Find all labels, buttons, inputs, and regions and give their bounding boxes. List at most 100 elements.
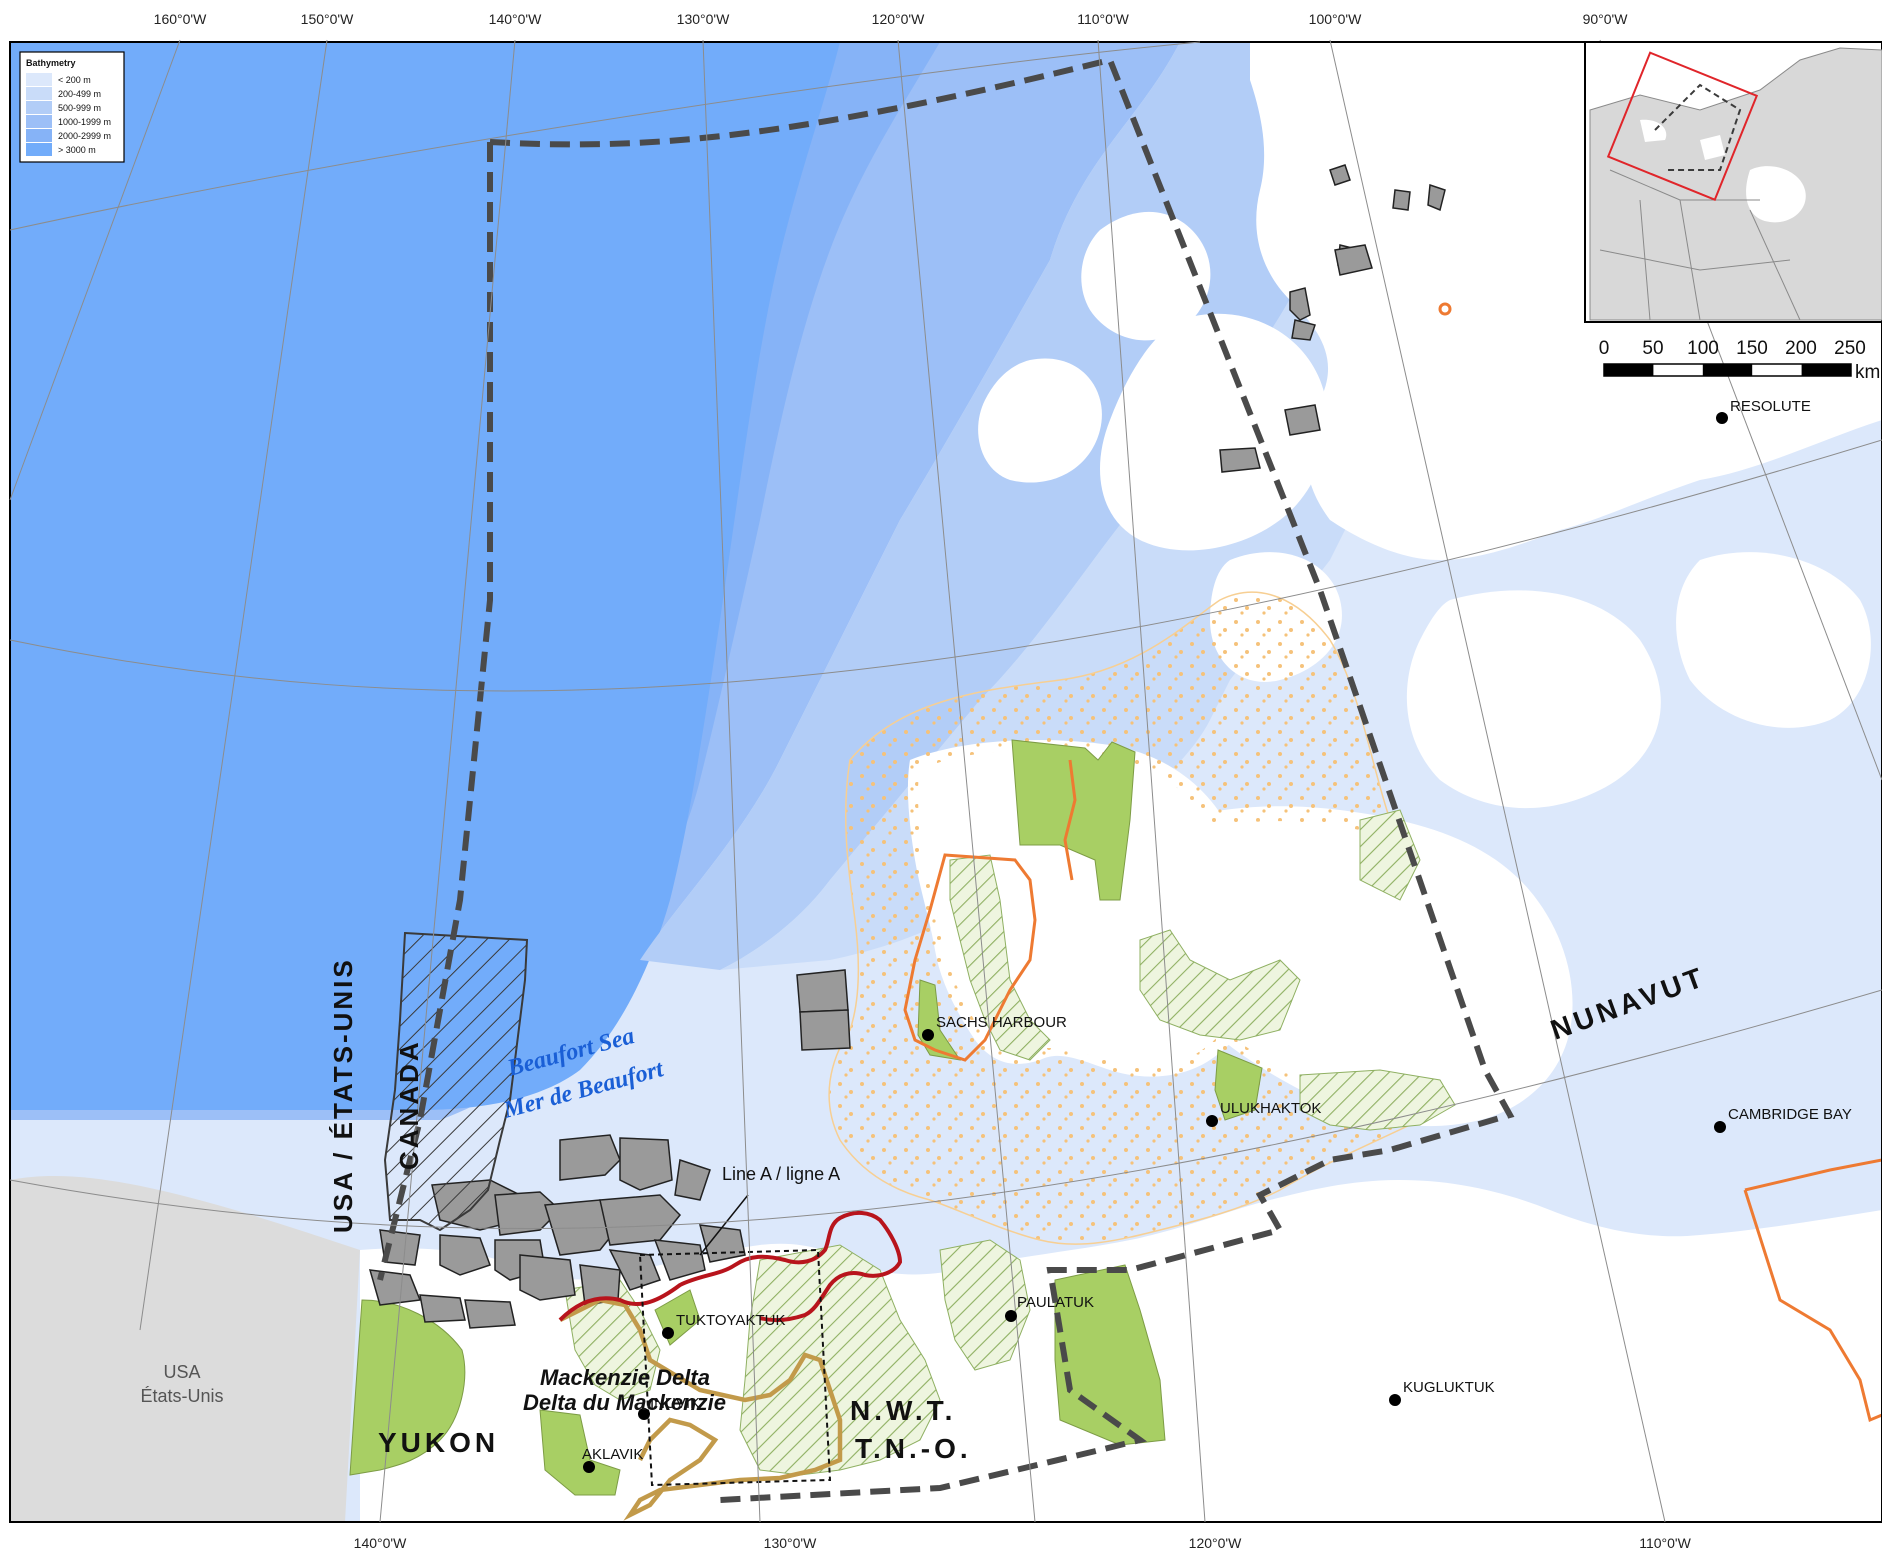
delta-label-line1: Mackenzie Delta <box>540 1365 710 1390</box>
line-a-leader <box>699 1194 749 1256</box>
place-cambridge-bay[interactable]: CAMBRIDGE BAY <box>1714 1106 1852 1133</box>
legend-title: Bathymetry <box>26 58 76 68</box>
legend-item: 2000-2999 m <box>26 129 111 142</box>
inset-map <box>1584 41 1882 323</box>
place-inuvik-dot <box>638 1408 650 1420</box>
delta-boundary <box>558 1297 843 1521</box>
scale-seg-1 <box>1604 364 1654 376</box>
legend-label: 1000-1999 m <box>58 117 111 127</box>
inset-land <box>1589 47 1882 321</box>
graticule-bottom-labels: 140°0'W 130°0'W 120°0'W 110°0'W <box>354 1535 1692 1551</box>
red-line <box>558 1211 903 1323</box>
boundary-label-canada: CANADA <box>394 1039 424 1170</box>
scale-tick-50: 50 <box>1642 338 1663 359</box>
line-a-box <box>638 1248 832 1487</box>
place-aklavik-label: AKLAVIK <box>582 1446 643 1463</box>
jurisdiction-boundary <box>377 56 1515 1503</box>
place-kugluktuk[interactable]: KUGLUKTUK <box>1389 1379 1495 1406</box>
region-yukon: YUKON <box>378 1427 499 1458</box>
region-nwt-line2: T.N.-O. <box>855 1433 972 1464</box>
legend-swatch <box>26 73 52 86</box>
scale-tick-200: 200 <box>1785 338 1817 359</box>
legend-item: 200-499 m <box>26 87 101 100</box>
place-tuktoyaktuk-dot <box>662 1327 674 1339</box>
line-a-label: Line A / ligne A <box>722 1164 840 1184</box>
place-resolute-label: RESOLUTE <box>1730 398 1811 415</box>
place-ulukhaktok[interactable]: ULUKHAKTOK <box>1206 1100 1321 1127</box>
region-nwt-line1: N.W.T. <box>850 1395 956 1426</box>
bathymetry-legend: Bathymetry < 200 m 200-499 m 500-999 m 1000… <box>19 51 125 163</box>
place-aklavik[interactable]: AKLAVIK <box>582 1446 643 1473</box>
place-markers: RESOLUTE SACHS HARBOUR ULUKHAKTOK CAMBRI… <box>582 398 1852 1473</box>
legend-swatch <box>26 87 52 100</box>
hatched-zone-dark <box>383 931 529 1232</box>
inset-boundary-dash <box>1654 83 1742 171</box>
place-inuvik[interactable]: INUVIK <box>638 1395 700 1420</box>
legend-items: < 200 m 200-499 m 500-999 m 1000-1999 m 2000… <box>26 73 111 156</box>
grat-bottom-130: 130°0'W <box>764 1535 817 1551</box>
grat-top-150: 150°0'W <box>301 11 354 27</box>
place-paulatuk-dot <box>1005 1310 1017 1322</box>
legend-item: > 3000 m <box>26 143 96 156</box>
scale-seg-3 <box>1702 364 1753 376</box>
grat-top-110: 110°0'W <box>1077 11 1129 27</box>
grat-top-120: 120°0'W <box>872 11 925 27</box>
map-border <box>9 41 1882 1523</box>
delta-label-line2: Delta du Mackenzie <box>523 1390 726 1415</box>
place-sachs-harbour[interactable]: SACHS HARBOUR <box>922 1014 1067 1041</box>
inset-extent-box <box>1606 51 1759 201</box>
grat-top-160: 160°0'W <box>154 11 207 27</box>
legend-label: 2000-2999 m <box>58 131 111 141</box>
place-paulatuk-label: PAULATUK <box>1017 1294 1094 1311</box>
usa-land <box>10 1175 360 1522</box>
place-tuktoyaktuk[interactable]: TUKTOYAKTUK <box>662 1312 785 1339</box>
place-sachs-dot <box>922 1029 934 1041</box>
place-kugluktuk-dot <box>1389 1394 1401 1406</box>
yukon-protected <box>349 1299 466 1476</box>
scale-tick-250: 250 <box>1834 338 1866 359</box>
place-cambridge-dot <box>1714 1121 1726 1133</box>
graticule-top-labels: 160°0'W 150°0'W 140°0'W 130°0'W 120°0'W … <box>154 11 1629 27</box>
place-aklavik-dot <box>583 1461 595 1473</box>
boundary-label-usa: USA / ÉTATS-UNIS <box>328 957 358 1233</box>
scale-tick-0: 0 <box>1599 338 1610 359</box>
scale-seg-5 <box>1801 364 1851 376</box>
scale-tick-150: 150 <box>1736 338 1768 359</box>
grat-top-130: 130°0'W <box>677 11 730 27</box>
orange-lines <box>903 302 1882 1423</box>
place-resolute-dot <box>1716 412 1728 424</box>
grat-top-100: 100°0'W <box>1309 11 1362 27</box>
legend-swatch <box>26 115 52 128</box>
grat-bottom-120: 120°0'W <box>1189 1535 1242 1551</box>
place-ulukhaktok-label: ULUKHAKTOK <box>1220 1100 1321 1117</box>
legend-label: < 200 m <box>58 75 91 85</box>
scale-bar: 0 50 100 150 200 250 km <box>1599 338 1881 383</box>
place-sachs-label: SACHS HARBOUR <box>936 1014 1067 1031</box>
place-ulukhaktok-dot <box>1206 1115 1218 1127</box>
legend-label: 200-499 m <box>58 89 101 99</box>
legend-swatch <box>26 101 52 114</box>
hatched-areas <box>564 809 1456 1476</box>
legend-item: < 200 m <box>26 73 91 86</box>
legend-label: > 3000 m <box>58 145 96 155</box>
region-usa-line1: USA <box>163 1362 200 1382</box>
bathymetry-3000m <box>10 42 840 1110</box>
place-paulatuk[interactable]: PAULATUK <box>1005 1294 1094 1322</box>
place-cambridge-label: CAMBRIDGE BAY <box>1728 1106 1852 1123</box>
place-tuktoyaktuk-label: TUKTOYAKTUK <box>676 1312 785 1329</box>
scale-unit: km <box>1855 362 1880 383</box>
inset-bays <box>1640 119 1806 223</box>
legend-label: 500-999 m <box>58 103 101 113</box>
grat-top-90: 90°0'W <box>1583 11 1629 27</box>
legend-item: 500-999 m <box>26 101 101 114</box>
grat-top-140: 140°0'W <box>489 11 542 27</box>
legend-swatch <box>26 143 52 156</box>
place-resolute[interactable]: RESOLUTE <box>1716 398 1811 424</box>
place-inuvik-label: INUVIK <box>650 1395 700 1412</box>
grat-bottom-140: 140°0'W <box>354 1535 407 1551</box>
inset-boundaries <box>1599 169 1801 321</box>
legend-swatch <box>26 129 52 142</box>
place-kugluktuk-label: KUGLUKTUK <box>1403 1379 1495 1396</box>
